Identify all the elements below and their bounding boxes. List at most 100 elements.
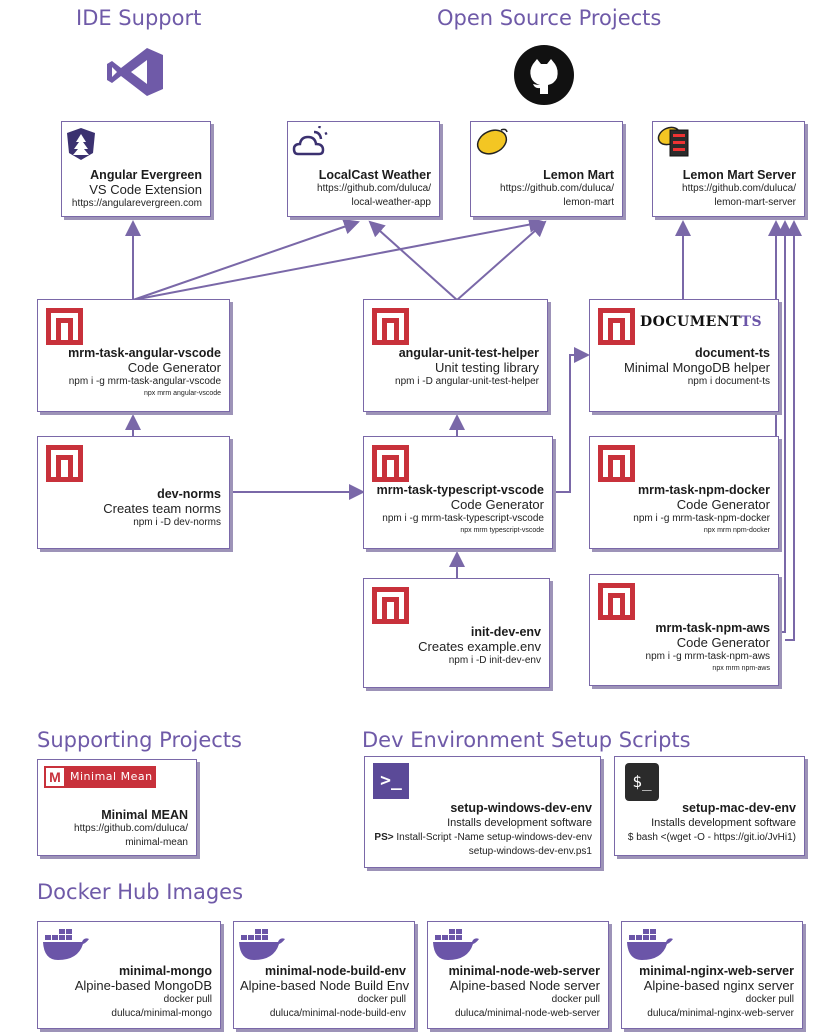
docker-card-minimal-node-web-server[interactable]: minimal-node-web-server Alpine-based Nod…: [427, 921, 609, 1029]
card-subtitle: Installs development software: [447, 817, 592, 829]
pull-command: docker pull: [745, 994, 794, 1005]
docker-card-minimal-node-build-env[interactable]: minimal-node-build-env Alpine-based Node…: [233, 921, 415, 1029]
document-ts-logo: DOCUMENTTS: [640, 314, 762, 330]
card-subtitle: Alpine-based nginx server: [643, 978, 794, 993]
card-title: minimal-nginx-web-server: [639, 964, 794, 978]
heading-dev-env: Dev Environment Setup Scripts: [362, 728, 691, 752]
card-subtitle: Code Generator: [450, 497, 544, 512]
card-link-path[interactable]: lemon-mart: [563, 197, 614, 208]
card-link-path[interactable]: minimal-mean: [125, 837, 188, 848]
npm-icon: [598, 445, 635, 482]
ps-prompt: PS>: [374, 832, 394, 843]
image-name: duluca/minimal-mongo: [111, 1008, 212, 1019]
install-command: npm i -g mrm-task-npm-docker: [633, 513, 770, 524]
npm-icon: [372, 587, 409, 624]
card-subtitle: Alpine-based MongoDB: [74, 978, 212, 993]
card-title: Lemon Mart Server: [682, 168, 796, 182]
document-ts-card[interactable]: DOCUMENTTS document-ts Minimal MongoDB h…: [589, 299, 779, 412]
npx-command: npx mrm angular-vscode: [143, 390, 221, 397]
install-command: npm i -g mrm-task-angular-vscode: [68, 376, 221, 387]
pull-command: docker pull: [551, 994, 600, 1005]
card-link-path[interactable]: lemon-mart-server: [714, 197, 796, 208]
install-command: npm i -D dev-norms: [133, 517, 221, 528]
card-title: minimal-node-web-server: [448, 964, 600, 978]
card-title: minimal-node-build-env: [265, 964, 406, 978]
npx-command: npx mrm npm-docker: [703, 527, 770, 534]
logo-text: Minimal Mean: [70, 770, 153, 783]
mrm-task-typescript-vscode-card[interactable]: mrm-task-typescript-vscode Code Generato…: [363, 436, 553, 549]
script-name: setup-windows-dev-env.ps1: [468, 846, 592, 857]
docker-card-minimal-nginx-web-server[interactable]: minimal-nginx-web-server Alpine-based ng…: [621, 921, 803, 1029]
heading-supporting: Supporting Projects: [37, 728, 242, 752]
card-link[interactable]: https://github.com/duluca/: [74, 823, 188, 834]
install-command: npm i -g mrm-task-typescript-vscode: [382, 513, 544, 524]
card-link[interactable]: https://github.com/duluca/: [500, 183, 614, 194]
minimal-mean-card[interactable]: M Minimal Mean Minimal MEAN https://gith…: [37, 759, 197, 856]
card-link-path[interactable]: local-weather-app: [351, 197, 432, 208]
card-title: Lemon Mart: [543, 168, 614, 182]
logo-accent: TS: [740, 314, 763, 330]
npm-icon: [598, 583, 635, 620]
mrm-task-npm-aws-card[interactable]: mrm-task-npm-aws Code Generator npm i -g…: [589, 574, 779, 686]
docker-whale-icon: [433, 929, 479, 960]
lemon-mart-server-card[interactable]: Lemon Mart Server https://github.com/dul…: [652, 121, 805, 217]
npm-icon: [46, 308, 83, 345]
install-command: npm i -g mrm-task-npm-aws: [645, 651, 770, 662]
card-subtitle: Unit testing library: [434, 360, 539, 375]
card-link[interactable]: https://github.com/duluca/: [317, 183, 431, 194]
install-command: npm i document-ts: [687, 376, 770, 387]
setup-mac-dev-env-card[interactable]: $_ setup-mac-dev-env Installs developmen…: [614, 756, 805, 856]
install-command: $ bash <(wget -O - https://git.io/JvHi1): [627, 832, 796, 843]
install-command: npm i -D init-dev-env: [448, 655, 541, 666]
npm-icon: [46, 445, 83, 482]
card-title: dev-norms: [157, 487, 221, 501]
setup-windows-dev-env-card[interactable]: >_ setup-windows-dev-env Installs develo…: [364, 756, 601, 868]
logo-main: DOCUMENT: [640, 314, 741, 330]
npx-command: npx mrm typescript-vscode: [460, 527, 544, 534]
angular-evergreen-card[interactable]: Angular Evergreen VS Code Extension http…: [61, 121, 211, 217]
image-name: duluca/minimal-nginx-web-server: [647, 1008, 794, 1019]
card-subtitle: Minimal MongoDB helper: [624, 360, 770, 375]
card-title: mrm-task-typescript-vscode: [376, 483, 544, 497]
card-subtitle: Creates team norms: [103, 501, 221, 516]
docker-card-minimal-mongo[interactable]: minimal-mongo Alpine-based MongoDB docke…: [37, 921, 221, 1029]
card-title: LocalCast Weather: [318, 168, 431, 182]
card-subtitle: VS Code Extension: [89, 182, 202, 197]
card-title: minimal-mongo: [118, 964, 212, 978]
lemon-mart-card[interactable]: Lemon Mart https://github.com/duluca/ le…: [470, 121, 623, 217]
card-subtitle: Creates example.env: [418, 639, 541, 654]
card-title: setup-mac-dev-env: [682, 801, 796, 815]
card-title: mrm-task-angular-vscode: [68, 346, 221, 360]
mrm-task-npm-docker-card[interactable]: mrm-task-npm-docker Code Generator npm i…: [589, 436, 779, 549]
npm-icon: [598, 308, 635, 345]
heading-open-source: Open Source Projects: [437, 6, 662, 30]
heading-ide-support: IDE Support: [76, 6, 202, 30]
localcast-weather-card[interactable]: LocalCast Weather https://github.com/dul…: [287, 121, 440, 217]
docker-whale-icon: [627, 929, 673, 960]
card-subtitle: Code Generator: [676, 497, 770, 512]
card-link[interactable]: https://angularevergreen.com: [71, 198, 202, 209]
image-name: duluca/minimal-node-web-server: [454, 1008, 600, 1019]
logo-letter: M: [46, 768, 64, 786]
powershell-icon: >_: [373, 763, 409, 799]
pull-command: docker pull: [357, 994, 406, 1005]
docker-whale-icon: [239, 929, 285, 960]
npx-command: npx mrm npm-aws: [712, 665, 770, 672]
pull-command: docker pull: [163, 994, 212, 1005]
card-title: Minimal MEAN: [101, 808, 188, 822]
init-dev-env-card[interactable]: init-dev-env Creates example.env npm i -…: [363, 578, 550, 688]
install-command: npm i -D angular-unit-test-helper: [395, 376, 539, 387]
mrm-task-angular-vscode-card[interactable]: mrm-task-angular-vscode Code Generator n…: [37, 299, 230, 412]
card-title: mrm-task-npm-docker: [638, 483, 770, 497]
angular-evergreen-icon: [67, 128, 95, 160]
npm-icon: [372, 445, 409, 482]
dev-norms-card[interactable]: dev-norms Creates team norms npm i -D de…: [37, 436, 230, 549]
angular-unit-test-helper-card[interactable]: angular-unit-test-helper Unit testing li…: [363, 299, 548, 412]
minimal-mean-logo: M Minimal Mean: [44, 766, 156, 788]
install-command: PS> Install-Script -Name setup-windows-d…: [371, 831, 592, 845]
image-name: duluca/minimal-node-build-env: [269, 1008, 406, 1019]
card-link[interactable]: https://github.com/duluca/: [682, 183, 796, 194]
lemon-icon: [476, 128, 508, 155]
card-title: setup-windows-dev-env: [450, 801, 592, 815]
card-subtitle: Alpine-based Node Build Env: [240, 978, 410, 993]
